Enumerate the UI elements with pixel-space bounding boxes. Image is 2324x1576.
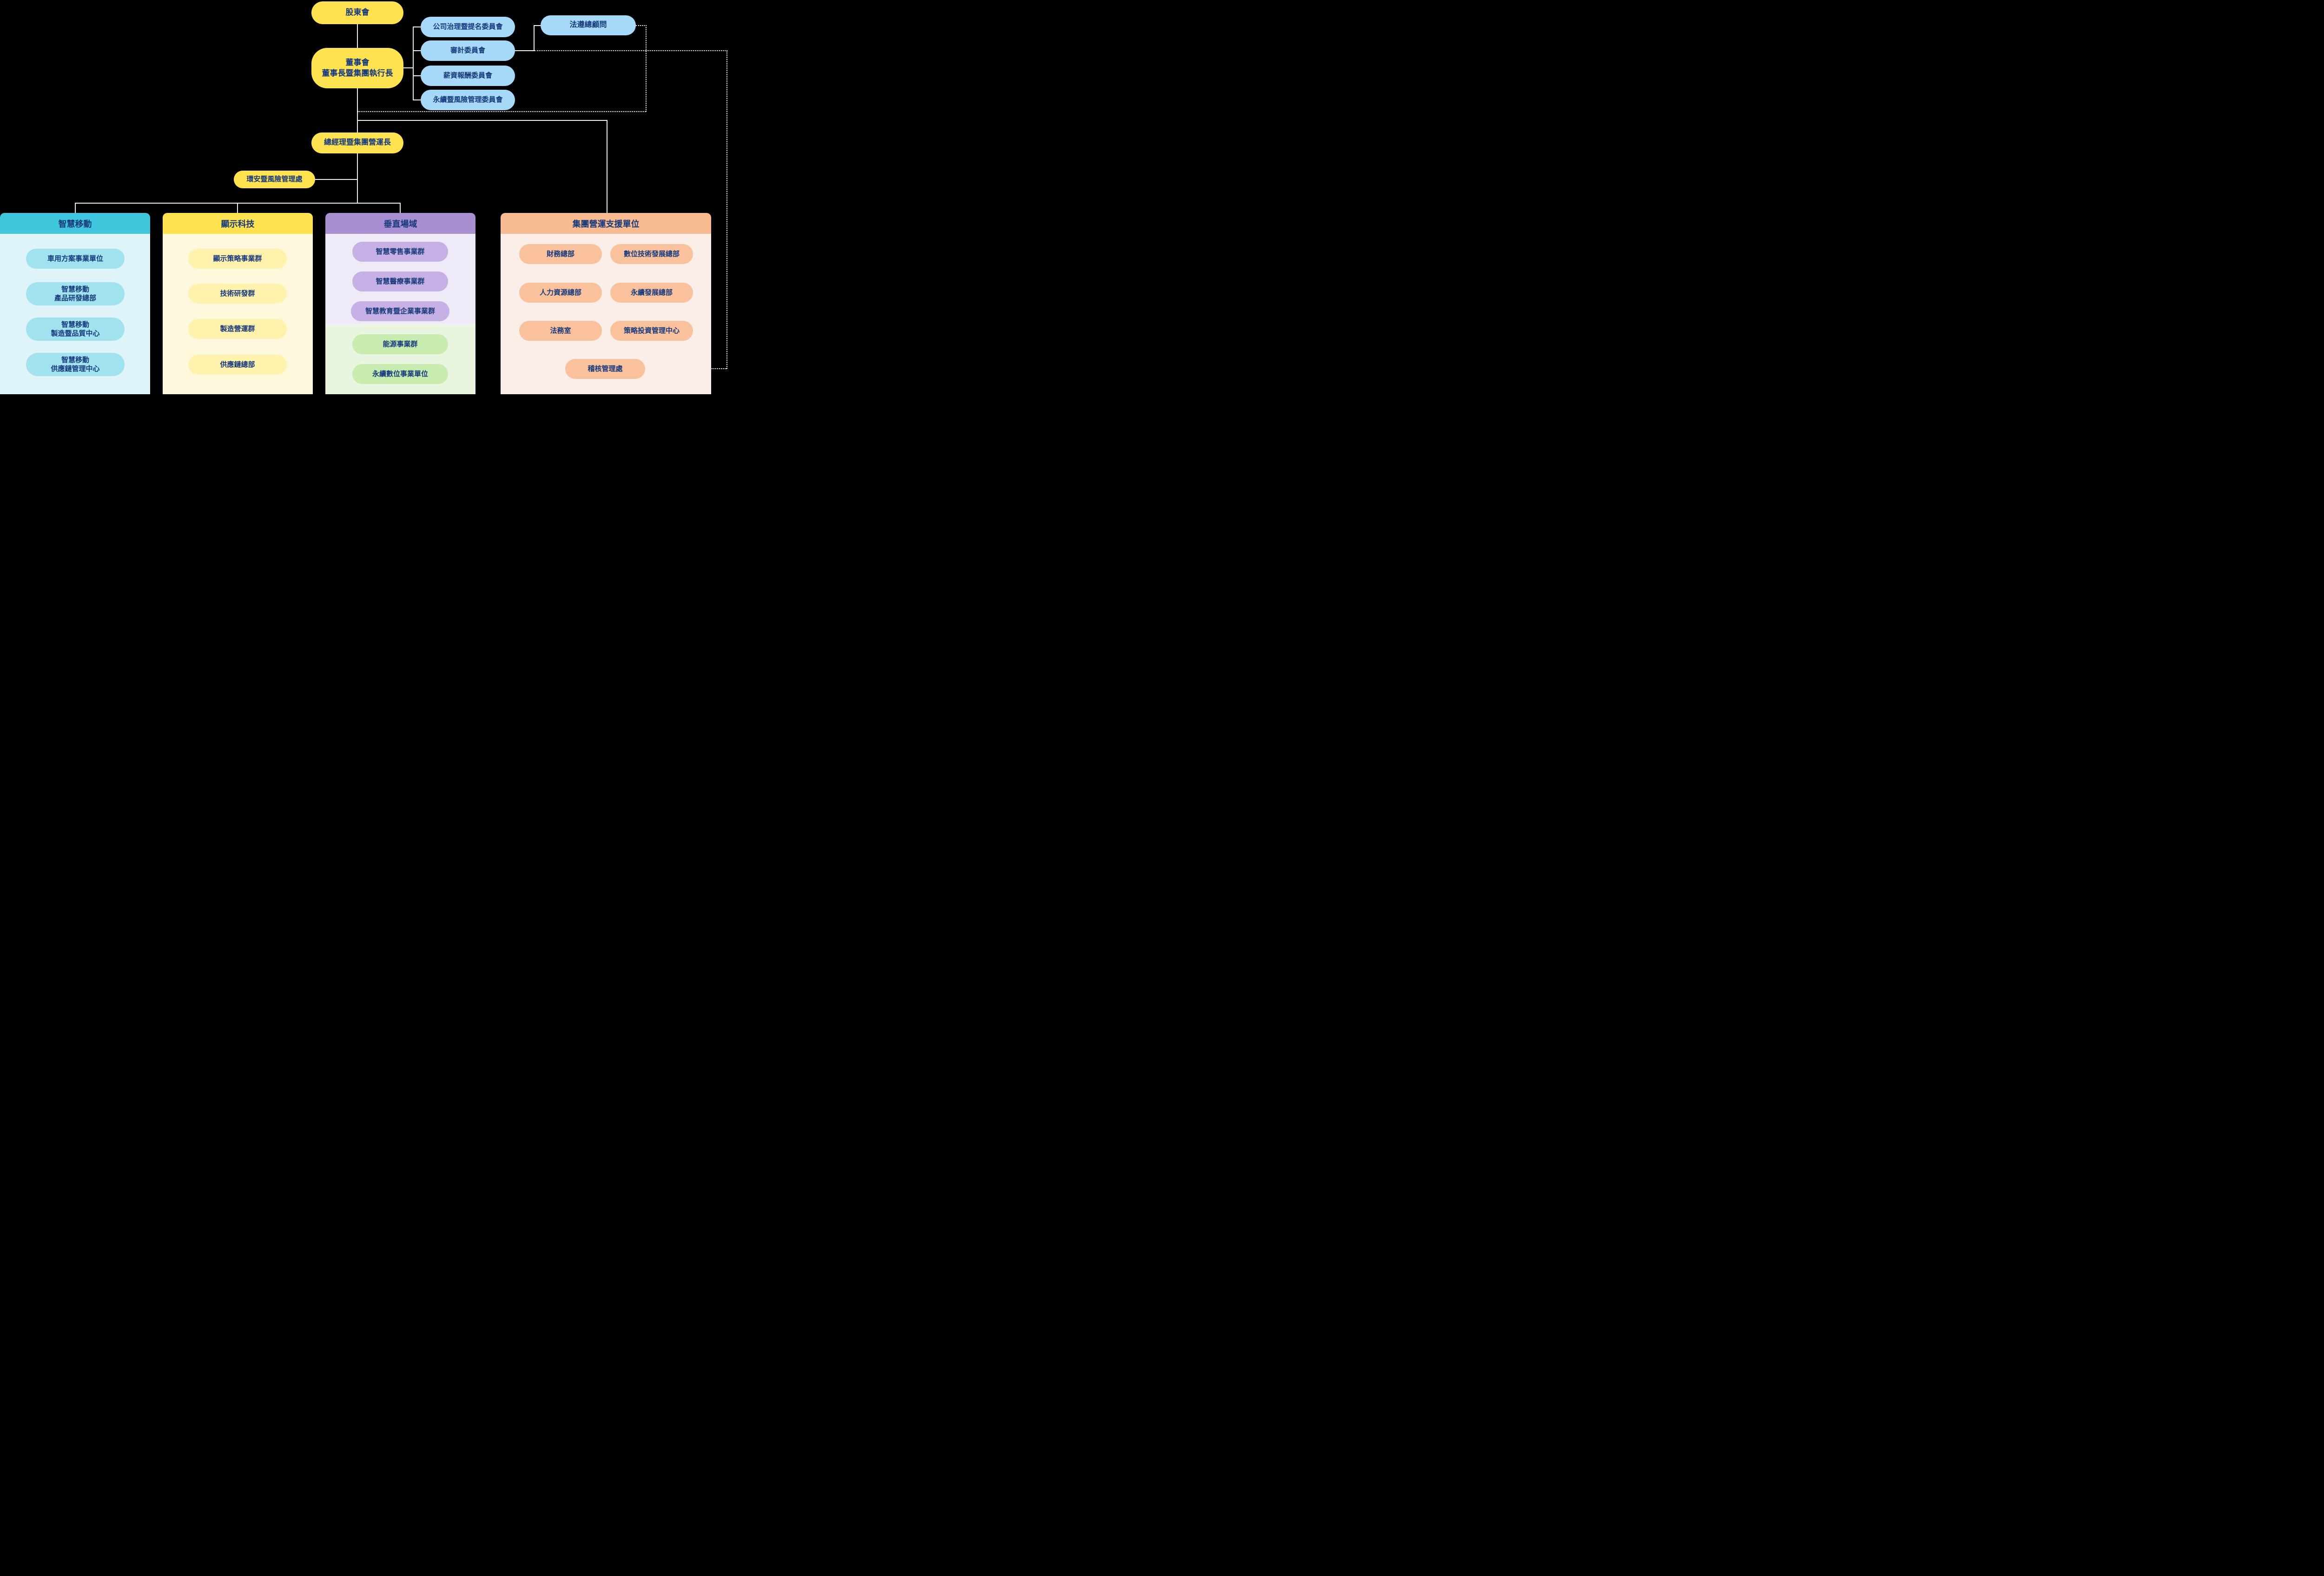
connector-board-president [357,88,358,132]
connector-president-trunk [357,153,358,204]
connector-shareholders-board [357,24,358,48]
connector-board-bracket [403,67,413,68]
org-chart: 股東會 董事會 董事長暨集團執行長 總經理暨集團營運長 環安暨風險管理處 法遵總… [0,0,732,394]
connector-audit-compliance-h [534,25,541,26]
connector-audit-right [515,50,535,51]
unit-mobility-mfg-quality: 智慧移動 製造暨品質中心 [26,318,125,341]
connector-committee-stub-1 [413,26,421,27]
connector-audit-compliance-v [534,25,535,51]
connector-committee-stub-2 [413,50,421,51]
committee-audit: 審計委員會 [421,40,515,61]
unit-technology-rd: 技術研發群 [188,284,287,304]
unit-smart-retail: 智慧零售事業群 [352,242,448,262]
column-vertical-domains-header: 垂直場域 [325,213,475,234]
unit-supply-chain-hq: 供應鏈總部 [188,355,287,375]
node-president: 總經理暨集團營運長 [311,132,403,153]
unit-strategic-investment: 策略投資管理中心 [610,321,693,341]
connector-drop-col1 [75,203,76,213]
unit-energy: 能源事業群 [352,334,448,354]
unit-internal-audit: 稽核管理處 [565,359,645,379]
unit-sustainable-digital: 永續數位事業單位 [352,364,448,384]
unit-digital-tech-hq: 數位技術發展總部 [610,244,693,264]
unit-mobility-product-rd: 智慧移動 產品研發總部 [26,282,125,305]
connector-committee-stub-4 [413,99,421,100]
unit-hr-hq: 人力資源總部 [519,283,602,303]
unit-display-strategy: 顯示策略事業群 [188,249,287,269]
unit-mobility-supply-chain: 智慧移動 供應鏈管理中心 [26,353,125,376]
connector-trunk-support-h [357,120,607,121]
connector-drop-col3 [400,203,401,213]
node-shareholders: 股東會 [311,1,403,24]
dotted-compliance-down [646,25,647,112]
unit-smart-education-enterprise: 智慧教育暨企業事業群 [351,301,449,321]
committee-sustainability-risk: 永續暨風險管理委員會 [421,90,515,110]
connector-committee-stub-3 [413,75,421,76]
connector-drop-col2 [237,203,238,213]
connector-committee-bracket [413,26,414,100]
column-vertical-domains-divider [325,324,475,325]
committee-compensation: 薪資報酬委員會 [421,66,515,86]
node-ehs-risk-office: 環安暨風險管理處 [234,171,315,188]
node-chief-compliance: 法遵總顧問 [541,15,636,35]
column-smart-mobility-header: 智慧移動 [0,213,150,234]
unit-smart-medical: 智慧醫療事業群 [352,271,448,291]
connector-ehs-trunk [315,179,357,180]
unit-manufacturing-ops: 製造營運群 [188,319,287,339]
unit-sustainability-hq: 永續發展總部 [610,283,693,303]
column-display-tech-header: 顯示科技 [163,213,313,234]
unit-finance-hq: 財務總部 [519,244,602,264]
unit-automotive-solutions: 車用方案事業單位 [26,249,125,269]
committee-governance-nomination: 公司治理暨提名委員會 [421,17,515,37]
column-group-support-header: 集團營運支援單位 [501,213,711,234]
dotted-audit-to-right-edge [535,50,727,51]
unit-legal-office: 法務室 [519,321,602,341]
node-board: 董事會 董事長暨集團執行長 [311,48,403,88]
dotted-right-edge [726,50,727,369]
dotted-compliance-right [636,25,647,26]
dotted-compliance-to-trunk [357,111,646,112]
